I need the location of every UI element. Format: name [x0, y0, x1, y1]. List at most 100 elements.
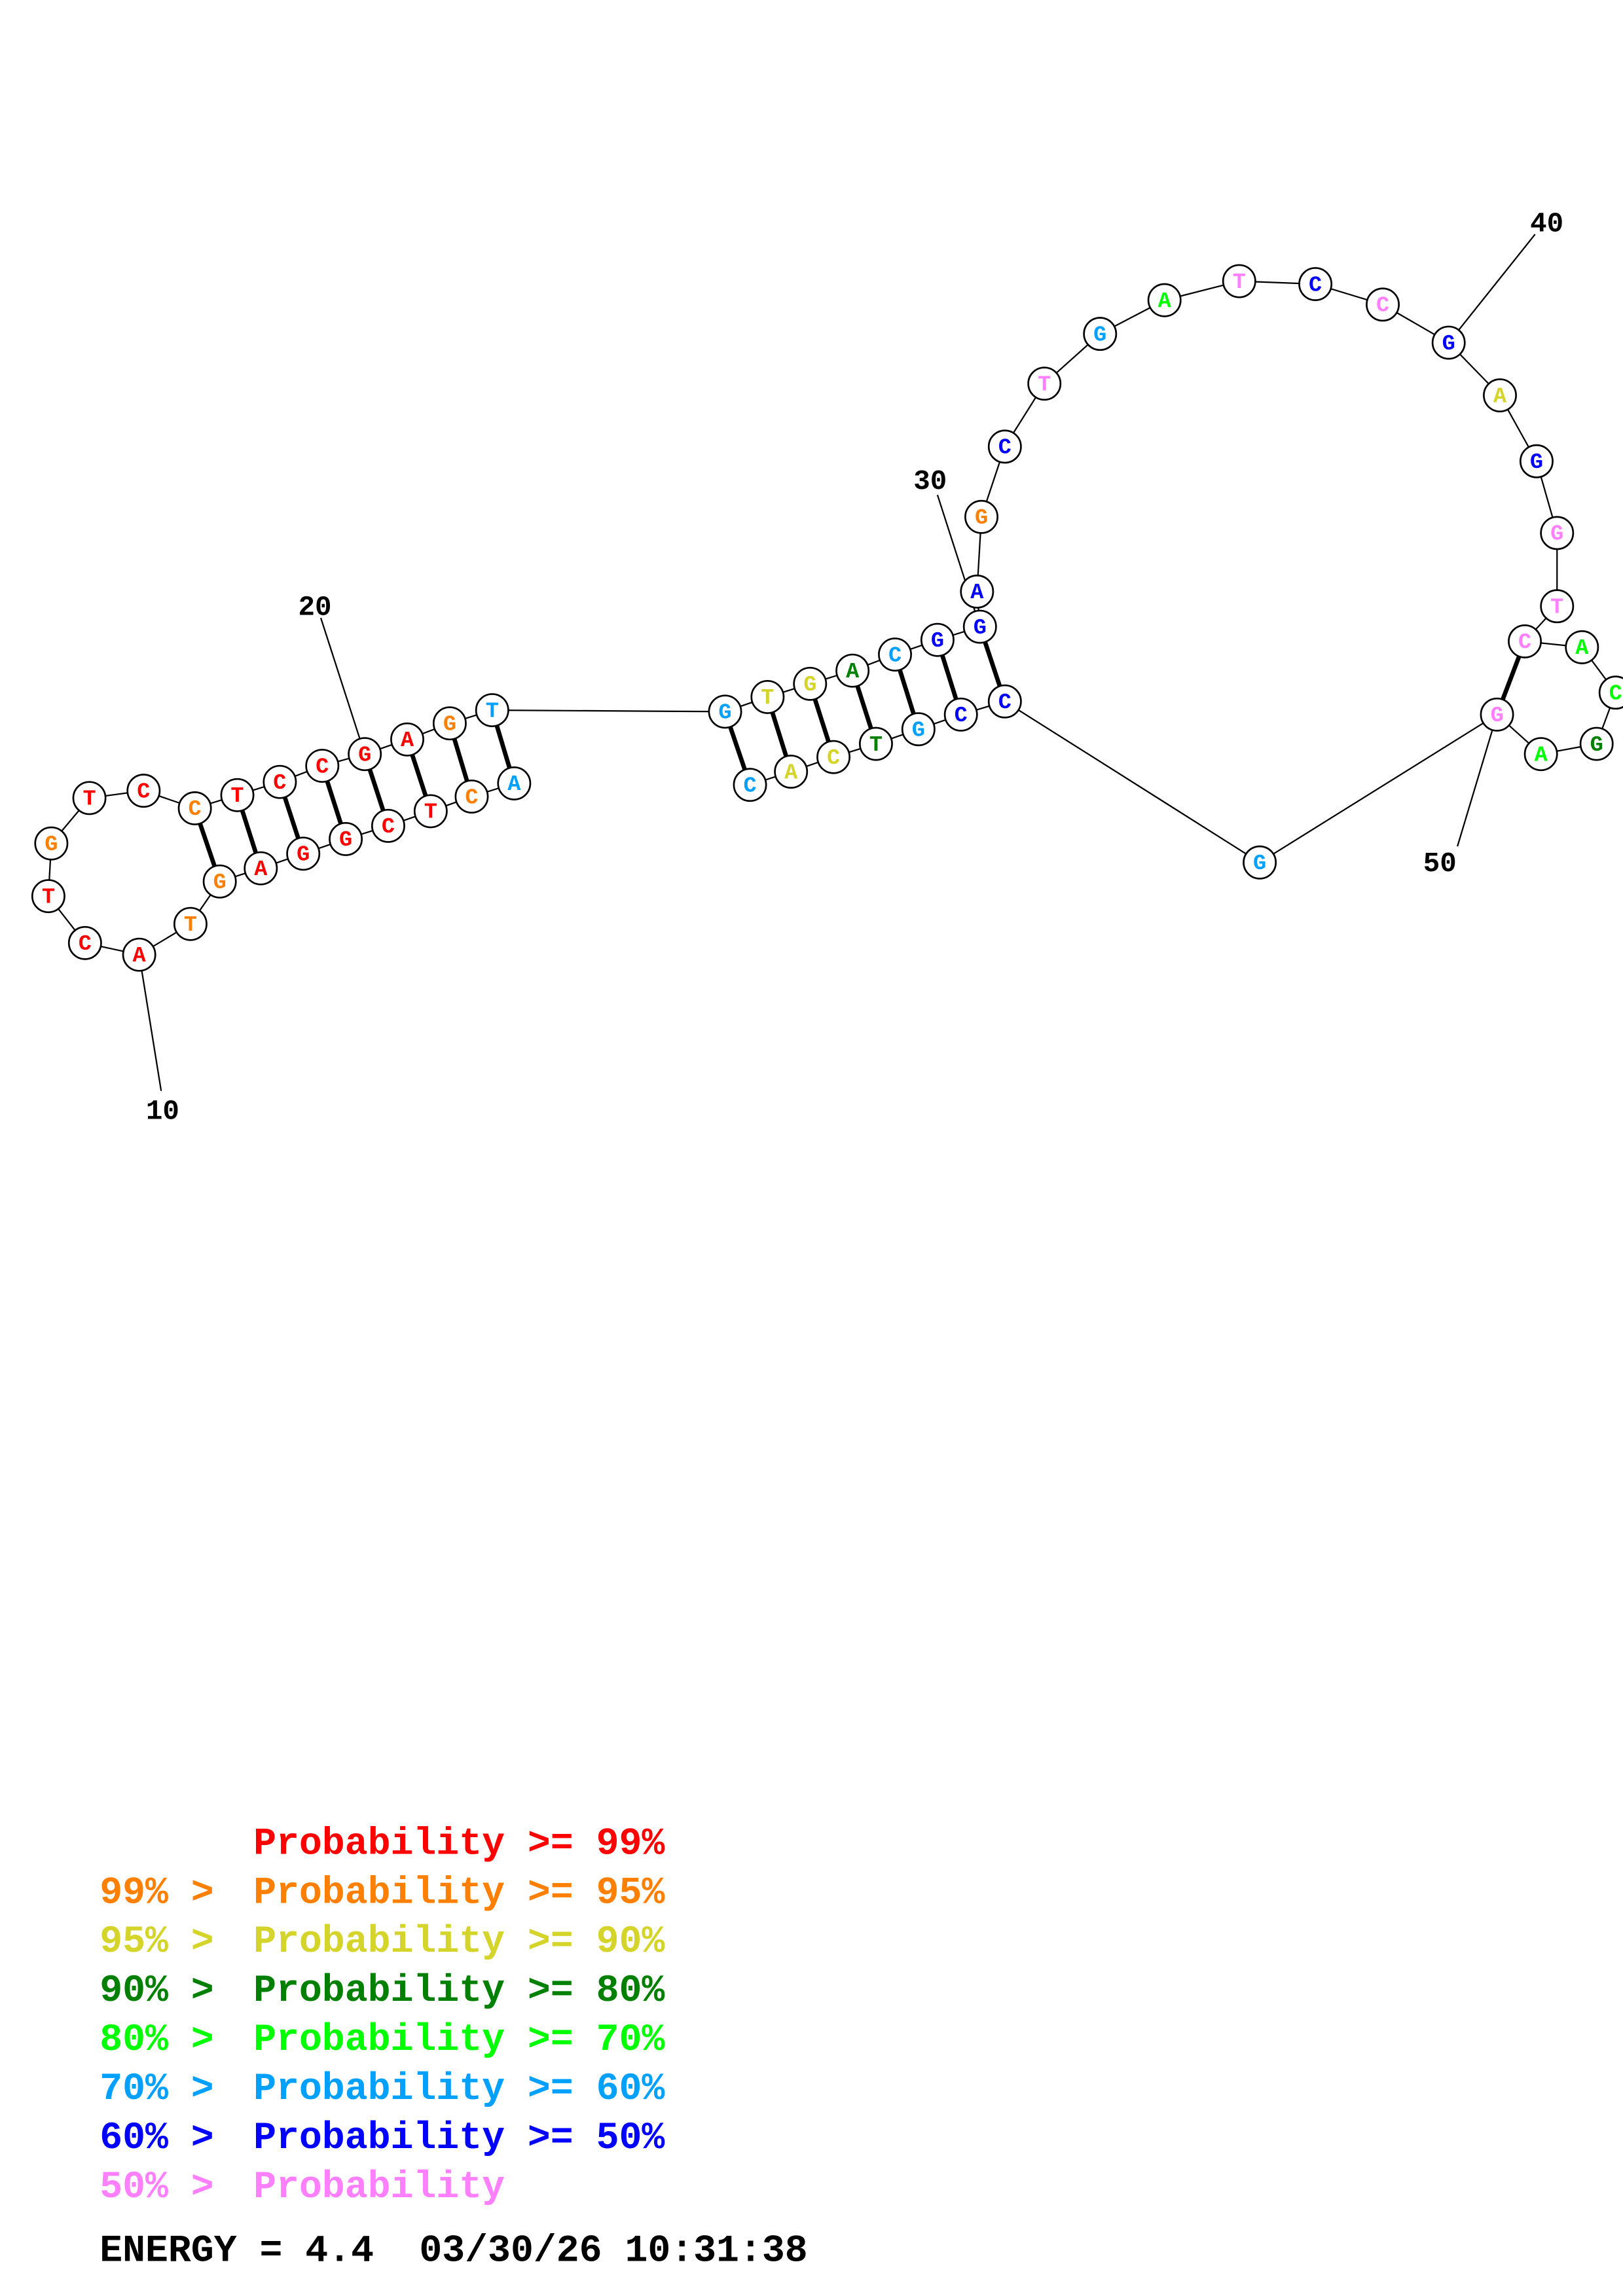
- nucleotide-base: G: [931, 629, 944, 654]
- legend-prefix: 60% >: [100, 2117, 236, 2160]
- nucleotide: G: [793, 666, 828, 701]
- nucleotide-circle: [858, 726, 893, 761]
- index-tick-line: [138, 954, 162, 1091]
- legend-label: Probability >= 50%: [253, 2117, 665, 2160]
- nucleotide-circle: [67, 925, 102, 960]
- nucleotide-base: C: [189, 797, 202, 822]
- nucleotide: G: [329, 821, 363, 856]
- nucleotide: C: [943, 697, 978, 732]
- nucleotide: G: [1519, 444, 1554, 478]
- nucleotide-circle: [348, 737, 382, 772]
- nucleotide: G: [34, 826, 69, 861]
- nucleotide-base: T: [1550, 595, 1563, 620]
- nucleotide-circle: [34, 826, 69, 861]
- nucleotide-base: C: [743, 774, 756, 798]
- nucleotide: A: [122, 937, 156, 972]
- legend-label: Probability >= 95%: [253, 1872, 665, 1914]
- nucleotide-base: G: [1253, 852, 1266, 876]
- nucleotide: C: [454, 780, 489, 814]
- nucleotide-circle: [122, 937, 156, 972]
- legend-label: Probability >= 80%: [253, 1970, 665, 2013]
- nucleotide-circle: [126, 774, 161, 808]
- nucleotide: G: [708, 694, 742, 729]
- nucleotide: T: [413, 794, 448, 829]
- nucleotide: C: [816, 740, 851, 774]
- nucleotide-base: C: [888, 643, 902, 668]
- nucleotide-base: G: [1590, 733, 1603, 758]
- backbone: [47, 280, 1616, 956]
- nucleotide-circle: [31, 879, 65, 914]
- nucleotide: A: [1483, 378, 1517, 413]
- nucleotide-base: C: [998, 691, 1012, 715]
- nucleotide: A: [1565, 630, 1599, 664]
- nucleotide: C: [371, 808, 405, 843]
- index-label: 20: [299, 592, 332, 624]
- nucleotide-circle: [454, 780, 489, 814]
- nucleotide: T: [1027, 367, 1062, 401]
- nucleotide: C: [987, 429, 1022, 464]
- legend-entry: Probability >= 99%: [253, 1823, 665, 1865]
- nucleotide-circle: [920, 622, 955, 657]
- nucleotide-circle: [432, 706, 467, 741]
- energy-footer: ENERGY = 4.4 03/30/26 10:31:38: [100, 2230, 807, 2272]
- nucleotide-base: C: [316, 755, 329, 780]
- nucleotide: G: [348, 737, 382, 772]
- nucleotide-circle: [835, 653, 870, 688]
- nucleotide-circle: [371, 808, 405, 843]
- nucleotide-base: A: [1575, 636, 1589, 661]
- legend-entry: 50% > Probability: [100, 2166, 505, 2209]
- timestamp: 03/30/26 10:31:38: [419, 2230, 807, 2272]
- nucleotide-circle: [475, 693, 509, 728]
- nucleotide-circle: [1147, 283, 1182, 317]
- energy-value: ENERGY = 4.4: [100, 2230, 374, 2272]
- nucleotide: C: [733, 768, 767, 802]
- nucleotide: T: [1222, 264, 1256, 298]
- legend-entry: 95% > Probability >= 90%: [100, 1921, 665, 1964]
- nucleotide-circle: [329, 821, 363, 856]
- nucleotide-base: A: [254, 857, 268, 882]
- nucleotide-circle: [1519, 444, 1554, 478]
- nucleotide: A: [960, 574, 994, 609]
- legend-entry: 80% > Probability >= 70%: [100, 2019, 665, 2062]
- nucleotide-base: T: [486, 699, 499, 724]
- nucleotide: C: [177, 791, 212, 825]
- legend-entry: 90% > Probability >= 80%: [100, 1970, 665, 2013]
- nucleotide-circle: [901, 712, 936, 747]
- nucleotide-circle: [1366, 287, 1400, 322]
- nucleotide-circle: [220, 778, 255, 812]
- index-label: 30: [913, 466, 947, 497]
- backbone-segment: [492, 709, 725, 713]
- nucleotide-circle: [1480, 697, 1514, 732]
- nucleotide-base: G: [1442, 332, 1455, 357]
- nucleotide-circle: [1523, 737, 1558, 772]
- nucleotide-circle: [774, 755, 809, 789]
- nucleotide: T: [31, 879, 65, 914]
- nucleotide: T: [1540, 589, 1575, 624]
- nucleotide: G: [1083, 317, 1118, 351]
- nucleotide-circle: [793, 666, 828, 701]
- nucleotide-base: G: [718, 701, 731, 726]
- nucleotide-base: A: [1535, 743, 1548, 768]
- probability-legend: Probability >= 99%99% > Probability >= 9…: [100, 1823, 665, 2209]
- nucleotide-base: G: [1093, 323, 1106, 348]
- nucleotide-circle: [750, 679, 785, 714]
- nucleotide-base: C: [382, 815, 395, 840]
- nucleotide-circle: [1483, 378, 1517, 413]
- nucleotide-circle: [964, 499, 998, 534]
- nucleotide: A: [497, 766, 532, 800]
- nucleotide-circle: [1431, 325, 1466, 360]
- nucleotide: G: [1431, 325, 1466, 360]
- legend-label: Probability >= 99%: [253, 1823, 665, 1865]
- nucleotide-base: T: [1233, 270, 1246, 295]
- legend-prefix: 90% >: [100, 1970, 236, 2013]
- nucleotide-base: T: [42, 885, 55, 910]
- nucleotide-circle: [1027, 367, 1062, 401]
- nucleotide: C: [263, 764, 297, 799]
- nucleotide-circle: [943, 697, 978, 732]
- nucleotide-circle: [1565, 630, 1599, 664]
- nucleotide: G: [920, 622, 955, 657]
- nucleotide-circle: [390, 722, 424, 757]
